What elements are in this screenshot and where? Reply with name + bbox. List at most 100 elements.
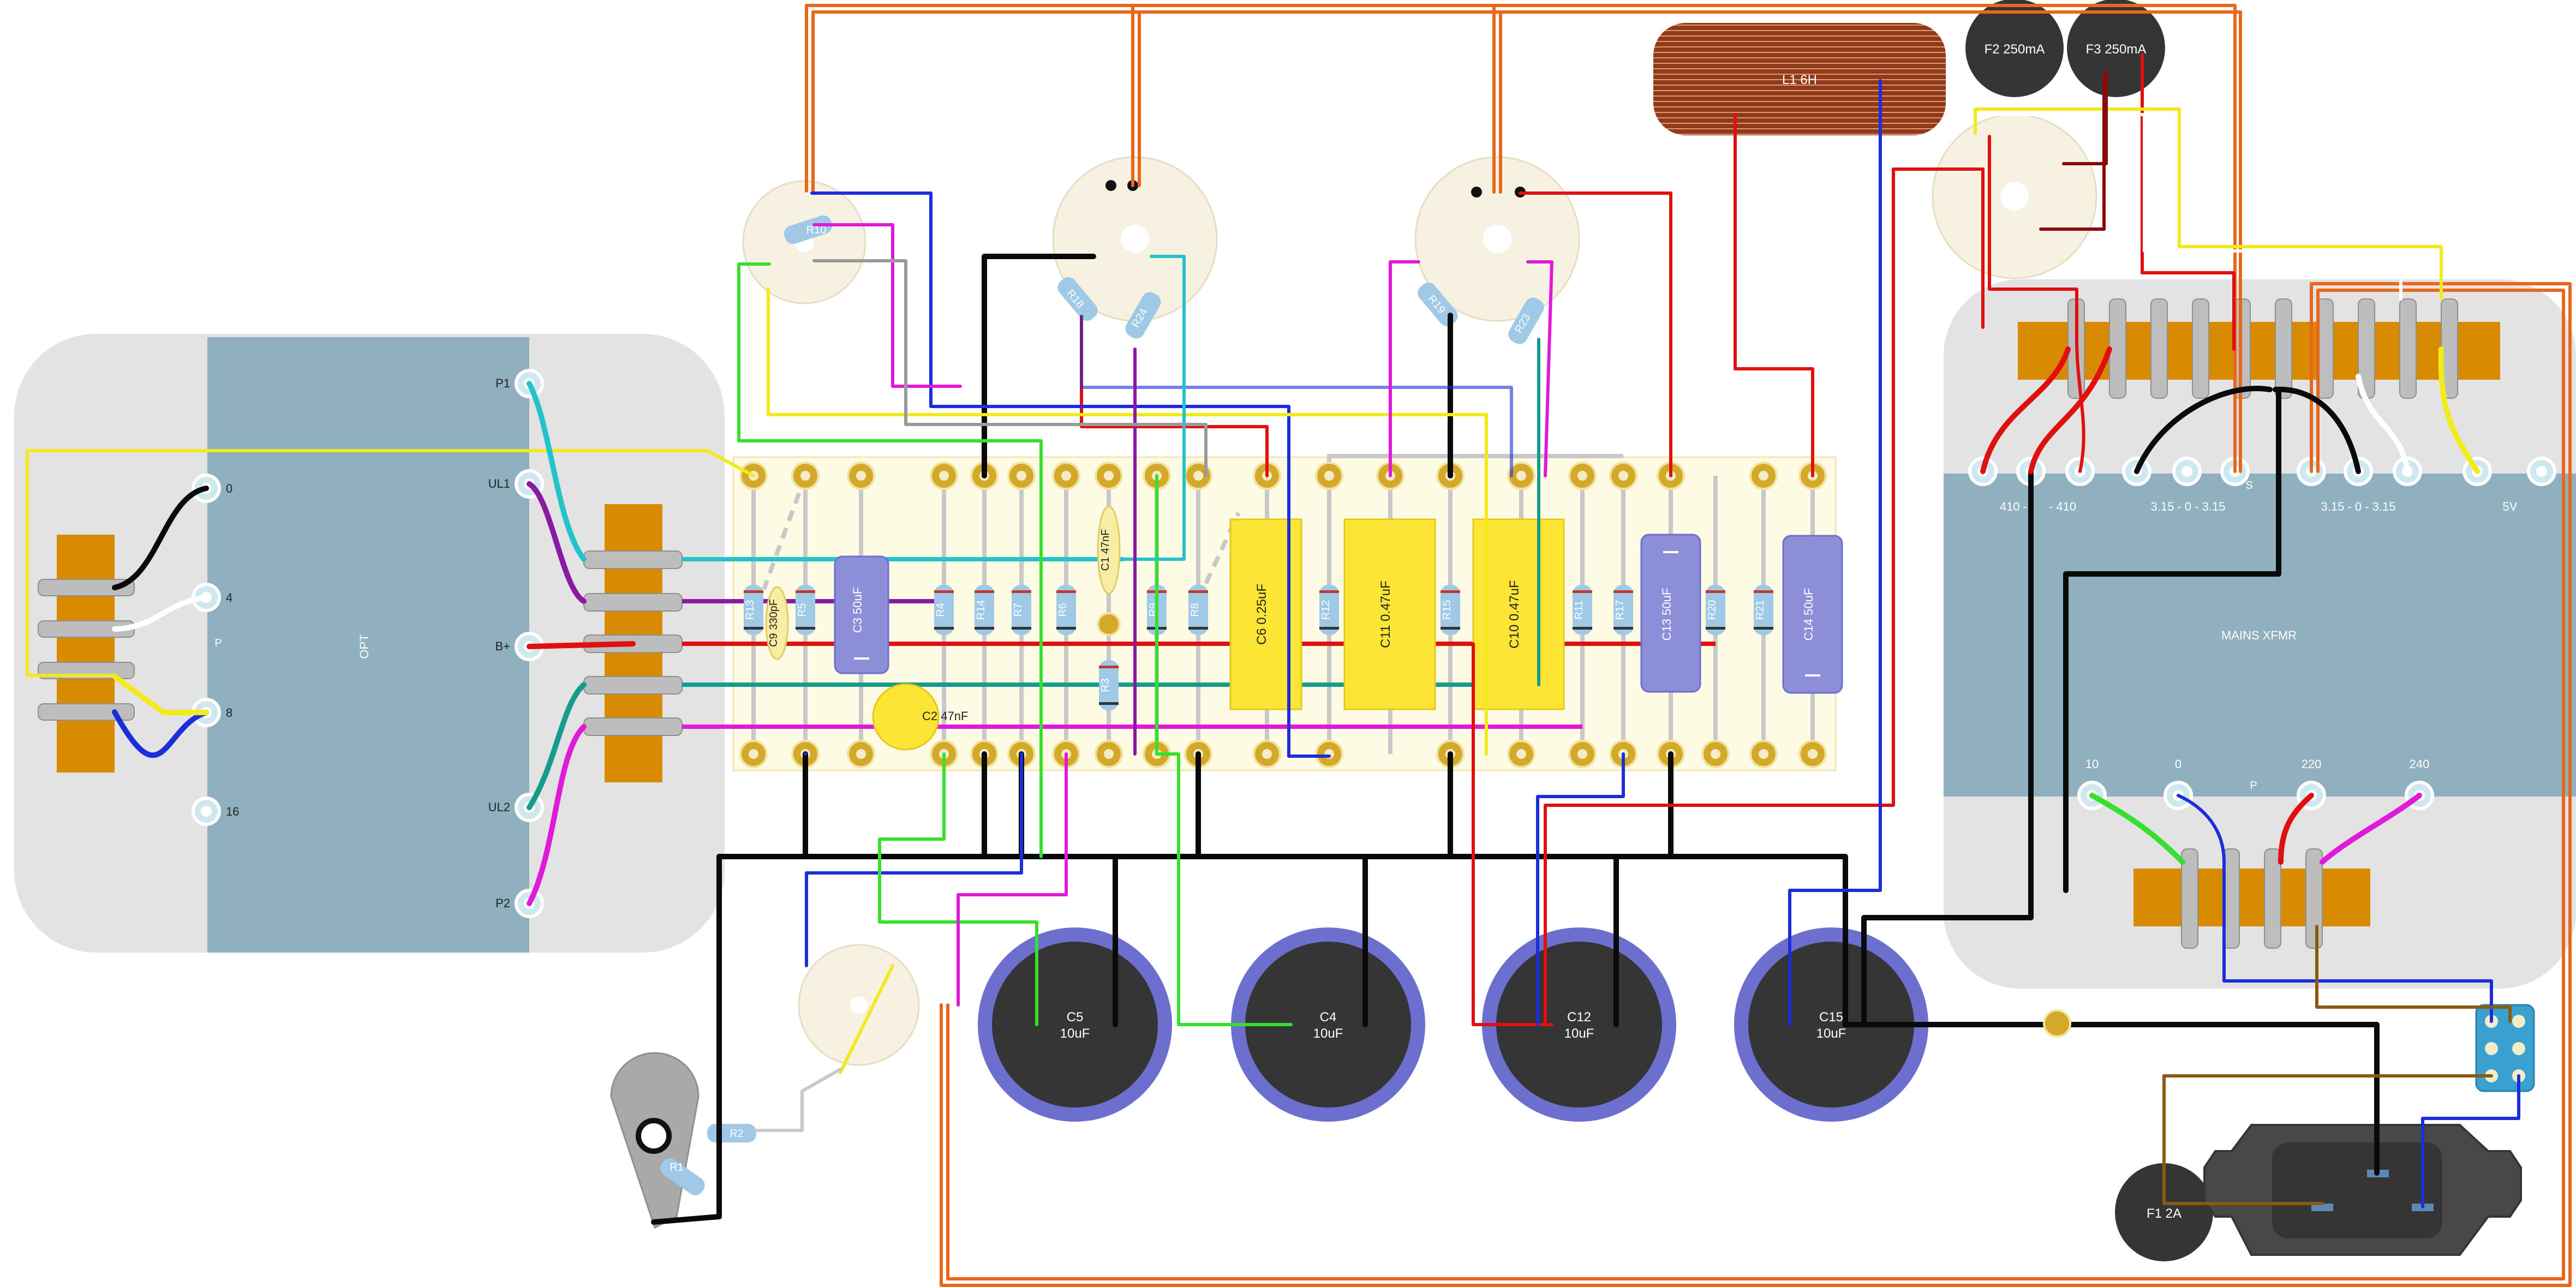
volume-potentiometer	[610, 1052, 700, 1229]
svg-text:C13 50uF: C13 50uF	[1660, 588, 1673, 641]
resistor-r10: R10	[784, 215, 833, 244]
turret	[1097, 612, 1121, 636]
dashed-lead	[762, 475, 808, 590]
resistor-r11: R11	[1573, 585, 1592, 635]
resistor-r3: R3	[1099, 660, 1119, 710]
tube-socket-rectifier	[1932, 113, 2097, 279]
svg-text:10uF: 10uF	[1060, 1026, 1090, 1041]
resistor-r14: R14	[975, 585, 994, 635]
svg-text:R10: R10	[806, 224, 827, 236]
output-transformer: OPT P 0 4 8 16	[14, 334, 725, 953]
mains-primary-taps: 10 0 220 240	[2077, 757, 2434, 810]
resistor-r6: R6	[1056, 585, 1076, 635]
resistor-r21: R21	[1754, 585, 1773, 635]
fuse-label: F1 2A	[2147, 1206, 2181, 1221]
opt-tap-label: P2	[495, 896, 510, 910]
small-capacitors: C9 330pF C1 47nF C2 47nF	[765, 505, 1121, 751]
capacitor-c11: C11 0.47uF	[1343, 518, 1436, 710]
svg-text:R20: R20	[1706, 600, 1718, 620]
capacitor-c13: C13 50uF	[1640, 534, 1701, 693]
resistor-r23: R23	[1508, 297, 1544, 344]
opt-title: OPT	[357, 634, 371, 659]
svg-text:C6 0.25uF: C6 0.25uF	[1254, 584, 1269, 645]
opt-tap-label: UL2	[488, 800, 510, 814]
opt-tap-label: B+	[495, 639, 510, 653]
mains-primary-label: 0	[2175, 757, 2181, 771]
svg-text:C10 0.47uF: C10 0.47uF	[1507, 580, 1522, 648]
fuse-f1: F1 2A	[2115, 1163, 2213, 1261]
resistor-r12: R12	[1319, 585, 1339, 635]
opt-secondary-taps: 0 4 8 16	[192, 474, 239, 826]
mains-secondary-label: 3.15 - 0 - 3.15	[2151, 500, 2226, 513]
choke-label: L1 6H	[1782, 73, 1817, 87]
resistor-r13: R13	[744, 585, 763, 635]
turret-board: R13 R5 R4 R14 R7 R6 R3 R9 R8 R12 R15 R11…	[682, 454, 1843, 771]
fuse-f3: F3 250mA	[2067, 0, 2165, 97]
mains-secondary-label: 3.15 - 0 - 3.15	[2321, 500, 2396, 513]
svg-text:C12: C12	[1567, 1010, 1591, 1025]
mains-transformer: MAINS XFMR P S	[1944, 279, 2576, 989]
resistor-r4: R4	[934, 585, 954, 635]
resistor-r2: R2	[707, 1124, 756, 1142]
capacitor-c10: C10 0.47uF	[1472, 518, 1565, 710]
opt-secondary-terminal-strip	[38, 535, 135, 773]
capacitor-c3: C3 50uF	[834, 555, 889, 674]
filter-capacitor-c5: C5 10uF	[978, 927, 1172, 1122]
svg-text:C5: C5	[1067, 1010, 1084, 1025]
tube-socket-1: R10	[742, 180, 866, 304]
mains-secondary-terminal-strip	[2018, 298, 2500, 399]
svg-text:R13: R13	[744, 600, 756, 620]
tube-socket-input	[798, 944, 920, 1066]
svg-text:R2: R2	[730, 1128, 744, 1140]
power-switch	[2475, 1004, 2535, 1092]
tube-socket-2	[1052, 156, 1218, 322]
svg-text:R5: R5	[796, 603, 808, 617]
ground-lug	[2043, 1009, 2071, 1038]
resistor-r7: R7	[1012, 585, 1031, 635]
svg-text:R14: R14	[975, 600, 987, 620]
opt-tap-label: 0	[226, 482, 232, 495]
resistor-r17: R17	[1613, 585, 1633, 635]
svg-text:10uF: 10uF	[1816, 1026, 1846, 1041]
mains-xfmr-title: MAINS XFMR	[2221, 628, 2297, 642]
resistor-r18: R18	[1057, 277, 1098, 321]
wiring	[26, 4, 2572, 1287]
svg-text:C14 50uF: C14 50uF	[1802, 588, 1815, 641]
svg-text:R15: R15	[1441, 600, 1453, 620]
svg-text:R17: R17	[1614, 600, 1626, 620]
resistor-r15: R15	[1441, 585, 1460, 635]
mains-primary-terminal-strip	[2133, 848, 2370, 949]
fuse-f2: F2 250mA	[1965, 0, 2064, 97]
svg-text:10uF: 10uF	[1313, 1026, 1343, 1041]
filter-capacitor-c4: C4 10uF	[1231, 927, 1425, 1122]
mains-secondary-label: 410 -	[2000, 500, 2027, 513]
svg-text:C9 330pF: C9 330pF	[768, 599, 780, 647]
mains-secondary-label: 5V	[2503, 500, 2518, 513]
mains-xfmr-secondary-mark: S	[2245, 480, 2252, 492]
board-electrolytics: C3 50uF C13 50uF C14 50uF	[834, 534, 1843, 694]
opt-tap-label: UL1	[488, 477, 510, 490]
mains-primary-label: 220	[2302, 757, 2322, 771]
capacitor-c14: C14 50uF	[1782, 535, 1843, 694]
svg-text:C2 47nF: C2 47nF	[922, 709, 968, 723]
tube-socket-3	[1414, 156, 1580, 322]
mains-xfmr-core	[1944, 474, 2576, 797]
svg-text:R7: R7	[1012, 603, 1024, 617]
fuse-label: F2 250mA	[1985, 42, 2045, 57]
choke-l1: L1 6H	[1653, 23, 1946, 135]
opt-tap-label: 16	[226, 805, 239, 818]
svg-text:R11: R11	[1573, 600, 1585, 619]
svg-text:C15: C15	[1819, 1010, 1843, 1025]
mains-primary-label: 10	[2085, 757, 2099, 771]
bottom-turret-row	[739, 740, 1827, 768]
iec-power-inlet	[2203, 1124, 2522, 1256]
opt-primary-label: P	[214, 637, 222, 649]
svg-text:R1: R1	[670, 1162, 684, 1174]
mains-primary-label: 240	[2410, 757, 2430, 771]
board-resistors: R13 R5 R4 R14 R7 R6 R3 R9 R8 R12 R15 R11…	[744, 585, 1773, 710]
resistor-r20: R20	[1706, 585, 1725, 635]
capacitor-c2: C2 47nF	[872, 683, 968, 751]
capacitor-c1: C1 47nF	[1097, 505, 1121, 595]
resistor-r1: R1	[660, 1158, 705, 1195]
